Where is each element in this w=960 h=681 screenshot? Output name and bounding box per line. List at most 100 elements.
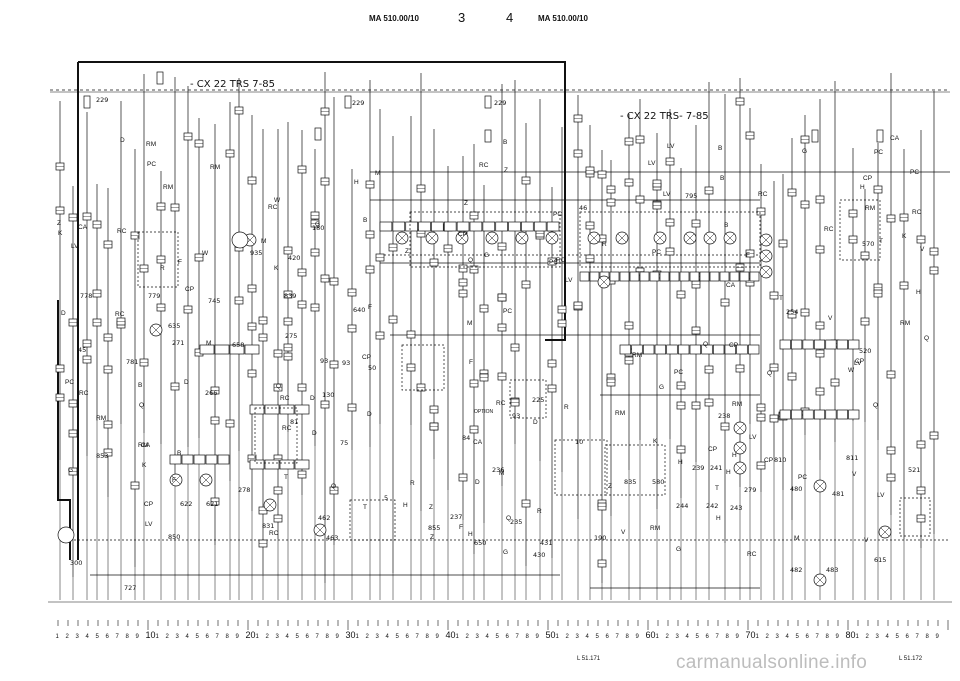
wire-color-code: RM [650, 525, 660, 532]
wire-color-code: R [160, 265, 165, 272]
grid-tick-label: 9 [136, 634, 140, 640]
wire-color-code: B [177, 450, 181, 457]
grid-tick-label: 8 [426, 634, 430, 640]
wire-color-code: RC [496, 400, 506, 407]
component-number: 622 [180, 500, 192, 508]
grid-tick-label: 4 [186, 634, 190, 640]
grid-tick-label: 50 [546, 630, 556, 640]
component-number: 81 [290, 418, 298, 426]
wire-color-code: D [475, 479, 480, 486]
component-number: 480 [790, 485, 802, 493]
wire-color-code: F [178, 259, 182, 266]
wire-color-code: LV [145, 521, 153, 528]
wire-color-code: PC [652, 249, 661, 256]
wire-color-code: R [602, 241, 607, 248]
grid-tick-label: 7 [716, 634, 720, 640]
component-number: 229 [352, 99, 364, 107]
grid-tick-label: 7 [116, 634, 120, 640]
grid-tick-label: 1 [156, 634, 160, 640]
grid-tick-label: 3 [776, 634, 780, 640]
drawing-ref-right: L 51.172 [899, 656, 923, 662]
wire-color-code: V [828, 315, 833, 322]
component-number: 779 [148, 292, 160, 300]
grid-tick-label: 1 [356, 634, 360, 640]
wire-color-code: G [484, 252, 489, 259]
component-number: 580 [652, 478, 664, 486]
wire-color-code: CP [729, 342, 738, 349]
wire-color-code: RM [615, 410, 625, 417]
component-number: 279 [744, 486, 756, 494]
component-number: 75 [340, 439, 348, 447]
grid-tick-label: 60 [646, 630, 656, 640]
component-number: 431 [540, 539, 552, 547]
grid-tick-label: 4 [286, 634, 290, 640]
wire-color-code: R [410, 480, 415, 487]
component-number: 84 [462, 434, 470, 442]
component-number: 420 [288, 254, 300, 262]
grid-tick-label: 9 [436, 634, 440, 640]
page-number-right: 4 [506, 10, 514, 25]
grid-tick-label: 7 [616, 634, 620, 640]
wire-color-code: CP [458, 231, 467, 238]
grid-tick-label: 8 [626, 634, 630, 640]
component-number: 462 [318, 514, 330, 522]
watermark: carmanualsonline.info [676, 652, 868, 673]
component-number: 241 [710, 464, 722, 472]
wire-color-code: T [284, 474, 288, 481]
component-number: 835 [624, 478, 636, 486]
wire-color-code: CP [144, 501, 153, 508]
grid-tick-label: 2 [266, 634, 270, 640]
wire-color-code: Z [429, 504, 433, 511]
wire-color-code: RC [747, 551, 757, 558]
grid-tick-label: 1 [456, 634, 460, 640]
component-number: 266 [205, 389, 217, 397]
wire-color-code: PC [553, 211, 562, 218]
component-number: 855 [428, 524, 440, 532]
wire-color-code: CP [855, 358, 864, 365]
grid-tick-label: 9 [836, 634, 840, 640]
wire-color-code: Q [924, 335, 929, 342]
grid-tick-label: 7 [816, 634, 820, 640]
page-number-left: 3 [458, 10, 466, 25]
wire-color-code: RC [824, 226, 834, 233]
grid-tick-label: 4 [586, 634, 590, 640]
grid-tick-label: 8 [126, 634, 130, 640]
grid-tick-label: 3 [676, 634, 680, 640]
component-number: 482 [790, 566, 802, 574]
grid-tick-label: 3 [276, 634, 280, 640]
component-number: 621 [206, 500, 218, 508]
grid-tick-label: 2 [466, 634, 470, 640]
wire-color-code: LV [667, 143, 675, 150]
wire-color-code: RC [912, 209, 922, 216]
grid-tick-label: 70 [746, 630, 756, 640]
component-number: 483 [826, 566, 838, 574]
grid-tick-label: 80 [846, 630, 856, 640]
wire-color-code: F [469, 359, 473, 366]
wire-color-code: R [537, 508, 542, 515]
grid-tick-label: 9 [936, 634, 940, 640]
wire-color-code: K [653, 438, 658, 445]
wire-color-code: CA [890, 135, 900, 142]
wire-color-code: RM [163, 184, 173, 191]
wire-color-code: RC [269, 530, 279, 537]
grid-tick-label: 3 [476, 634, 480, 640]
component-number: 521 [908, 466, 920, 474]
wire-color-code: D [310, 395, 315, 402]
drawing-ref-left: L 51.171 [577, 656, 601, 662]
wire-color-code: R [564, 404, 569, 411]
grid-tick-label: 5 [396, 634, 400, 640]
wire-color-code: W [848, 367, 855, 374]
wire-color-code: M [206, 340, 211, 347]
component-number: 658 [232, 341, 244, 349]
component-number: 271 [172, 339, 184, 347]
wire-color-code: CA [78, 224, 88, 231]
component-number: 229 [494, 99, 506, 107]
grid-tick-label: 6 [106, 634, 110, 640]
wire-color-code: M [499, 470, 504, 477]
wire-color-code: K [274, 265, 279, 272]
grid-tick-label: 6 [306, 634, 310, 640]
wire-color-code: Z [430, 534, 434, 541]
component-number: 831 [262, 522, 274, 530]
